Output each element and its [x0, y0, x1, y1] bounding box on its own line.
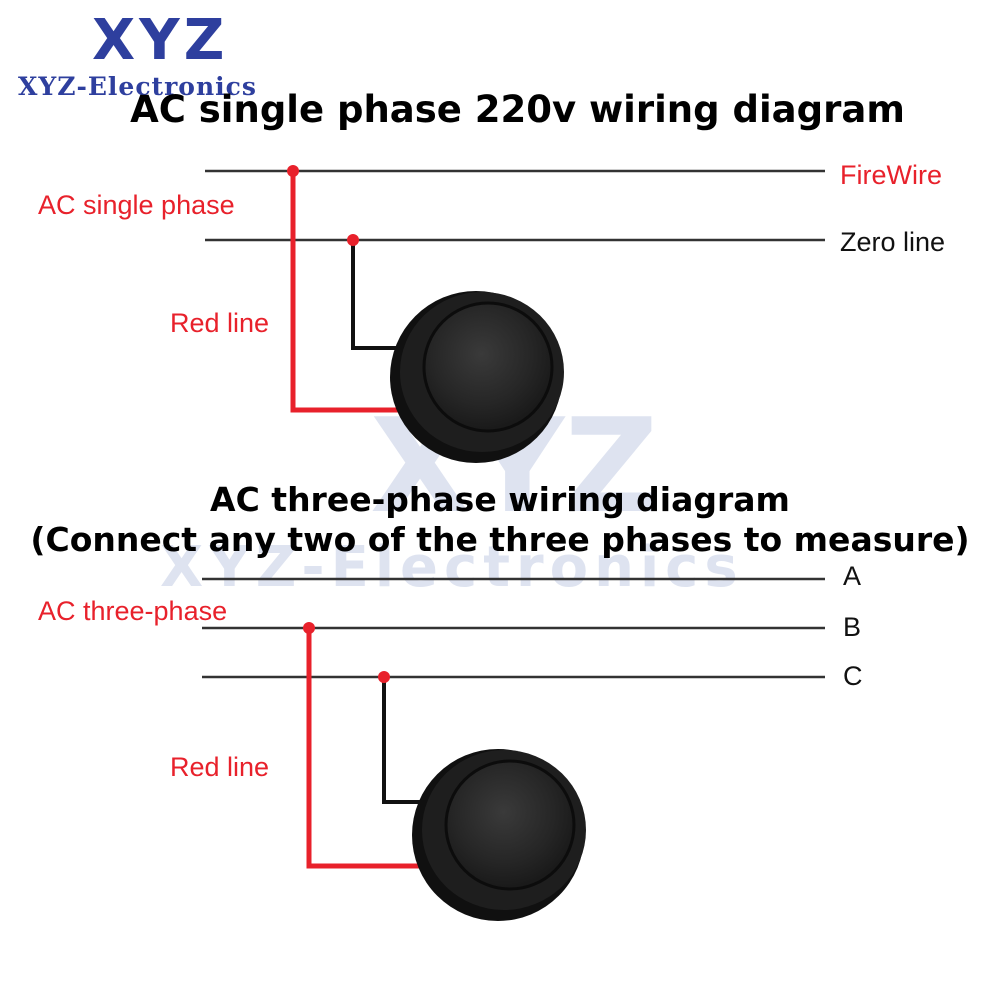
red-wire-single	[290, 171, 412, 413]
black-wire-single	[351, 240, 405, 350]
single-phase-title: AC single phase 220v wiring diagram	[130, 88, 905, 131]
single-phase-group-label: AC single phase	[38, 190, 235, 220]
three-phase-group-label: AC three-phase	[38, 596, 228, 626]
zero-line-label: Zero line	[840, 227, 946, 257]
phase-b-label: B	[843, 612, 862, 642]
junction-c	[378, 671, 390, 683]
black-wire-three	[382, 677, 425, 804]
meter-single-phase	[390, 291, 564, 463]
phase-a-label: A	[843, 561, 862, 591]
watermark-small: XYZ-Electronics	[160, 535, 744, 600]
three-phase-title: AC three-phase wiring diagram	[210, 480, 790, 519]
logo-subtext: XYZ-Electronics	[18, 72, 257, 101]
red-wire-three	[306, 628, 430, 869]
single-phase-wire-label: Red line	[170, 308, 270, 338]
three-phase-wire-label: Red line	[170, 752, 270, 782]
phase-c-label: C	[843, 661, 863, 691]
meter-three-phase	[412, 749, 586, 921]
junction-firewire	[287, 165, 299, 177]
junction-b	[303, 622, 315, 634]
firewire-label: FireWire	[840, 160, 942, 190]
three-phase-subtitle: (Connect any two of the three phases to …	[30, 520, 970, 559]
junction-zero	[347, 234, 359, 246]
logo-text: XYZ	[92, 8, 229, 73]
